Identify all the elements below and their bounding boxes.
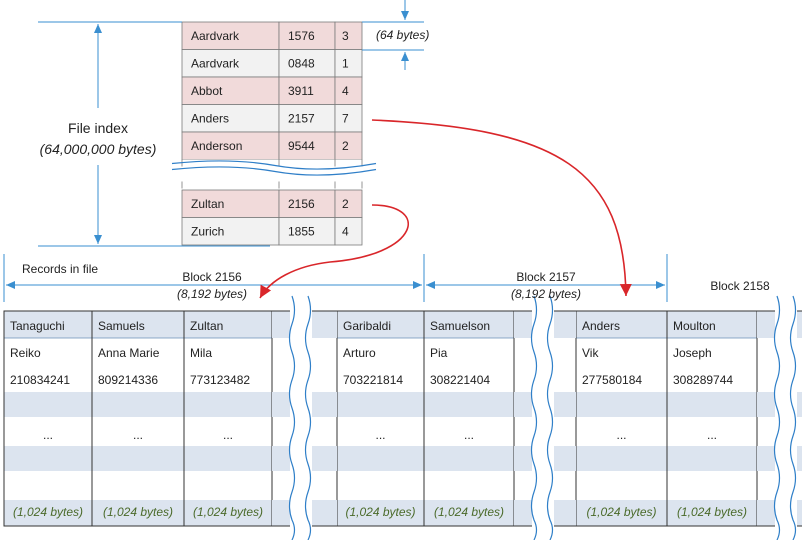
record-last-name: Garibaldi [343,319,391,333]
record-size: (1,024 bytes) [193,505,263,519]
index-entry-block: 1855 [288,225,315,239]
record-id: 308221404 [430,373,490,387]
record-id: 809214336 [98,373,158,387]
record-size: (1,024 bytes) [434,505,504,519]
record-last-name: Zultan [190,319,223,333]
truncation-wave [789,295,797,540]
record-ellipsis: ... [375,428,385,442]
index-entry-name: Abbot [191,84,223,98]
index-dimension: File index (64,000,000 bytes) [38,21,270,247]
record-last-name: Tanaguchi [10,319,65,333]
index-entry-slot: 1 [342,57,349,71]
block-2157-label: Block 2157 [516,270,576,284]
index-entry-block: 3911 [288,84,314,98]
truncation-wave [288,295,296,540]
record-size: (1,024 bytes) [677,505,747,519]
truncation-wave [773,295,781,540]
record-first-name: Anna Marie [98,346,160,360]
index-entry-name: Anders [191,112,229,126]
truncation-wave [546,295,554,540]
block-dimensions: Records in file Block 2156 (8,192 bytes)… [3,254,770,302]
record-id: 703221814 [343,373,403,387]
record-size: (1,024 bytes) [345,505,415,519]
index-entry: Zultan 2156 2 [181,189,363,218]
index-entry: Anderson 9544 2 [181,131,363,160]
record-first-name: Arturo [343,346,376,360]
index-entry-slot: 2 [342,197,349,211]
index-entry-block: 2157 [288,112,315,126]
file-index-label: File index [68,120,128,136]
index-entry-name: Aardvark [191,29,240,43]
index-entry: Aardvark 0848 1 [181,49,363,78]
index-entry-block: 9544 [288,139,315,153]
record-id: 277580184 [582,373,642,387]
record-first-name: Mila [190,346,212,360]
index-entry-name: Zultan [191,197,224,211]
entry-size-dimension: (64 bytes) [362,0,429,70]
index-entry-block: 1576 [288,29,315,43]
block-2158-label: Block 2158 [710,279,770,293]
record-first-name: Reiko [10,346,41,360]
index-entry-block: 0848 [288,57,315,71]
record-last-name: Samuels [98,319,145,333]
entry-size-label: (64 bytes) [376,28,429,42]
index-entry-slot: 3 [342,29,349,43]
block-2157-size: (8,192 bytes) [511,287,581,301]
index-truncation [171,159,377,189]
index-entry-slot: 4 [342,225,349,239]
pointer-anders-to-block-2157 [371,119,632,297]
record-first-name: Vik [582,346,599,360]
record-ellipsis: ... [464,428,474,442]
record-ellipsis: ... [707,428,717,442]
block-2156-label: Block 2156 [182,270,242,284]
record-ellipsis: ... [43,428,53,442]
record-first-name: Joseph [673,346,712,360]
record-id: 210834241 [10,373,70,387]
record-last-name: Anders [582,319,620,333]
index-entry-name: Zurich [191,225,224,239]
record-size: (1,024 bytes) [103,505,173,519]
record-size: (1,024 bytes) [586,505,656,519]
truncation-wave [304,295,312,540]
truncation-wave [530,295,538,540]
record-size: (1,024 bytes) [13,505,83,519]
record-id: 773123482 [190,373,250,387]
records-in-file-label: Records in file [22,262,98,276]
index-entry: Abbot 3911 4 [181,76,363,105]
index-entry-slot: 4 [342,84,349,98]
index-entry-slot: 7 [342,112,349,126]
record-last-name: Moulton [673,319,716,333]
index-entry-name: Anderson [191,139,242,153]
index-entry-block: 2156 [288,197,315,211]
index-entry: Zurich 1855 4 [181,217,363,246]
pointer-zultan-to-block-2156 [259,204,409,299]
index-entry: Aardvark 1576 3 [181,21,363,50]
index-entry: Anders 2157 7 [181,104,363,133]
pointer-arrows [259,119,632,299]
index-entry-slot: 2 [342,139,349,153]
file-index-size: (64,000,000 bytes) [40,141,157,157]
block-2156-size: (8,192 bytes) [177,287,247,301]
record-ellipsis: ... [133,428,143,442]
record-id: 308289744 [673,373,733,387]
record-last-name: Samuelson [430,319,490,333]
index-entry-name: Aardvark [191,57,240,71]
record-ellipsis: ... [616,428,626,442]
record-first-name: Pia [430,346,448,360]
record-ellipsis: ... [223,428,233,442]
